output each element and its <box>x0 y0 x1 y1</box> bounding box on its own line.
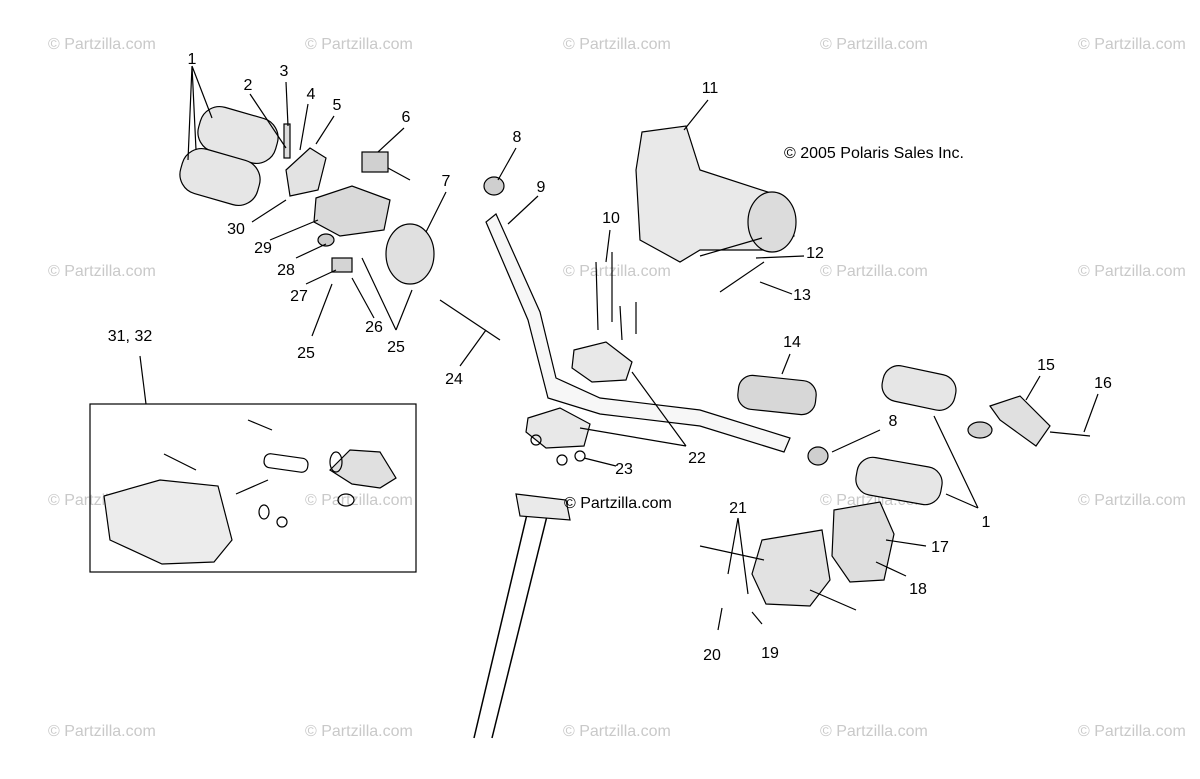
part-label: 1 <box>981 514 991 531</box>
watermark: © Partzilla.com <box>563 723 671 740</box>
watermark: © Partzilla.com <box>820 723 928 740</box>
part-label: 18 <box>909 581 927 598</box>
part-label: 21 <box>729 500 747 517</box>
part-label: 25 <box>297 345 315 362</box>
watermark: © Partzilla.com <box>820 36 928 53</box>
watermark: © Partzilla.com <box>48 723 156 740</box>
part-label: 3 <box>279 63 289 80</box>
copyright-text: © 2005 Polaris Sales Inc. <box>784 145 964 162</box>
part-label: 24 <box>445 371 463 388</box>
part-label: 13 <box>793 287 811 304</box>
part-label: 30 <box>227 221 245 238</box>
part-label: 11 <box>701 80 719 97</box>
part-label: 12 <box>806 245 824 262</box>
part-label: 10 <box>602 210 620 227</box>
part-label: 14 <box>783 334 801 351</box>
part-label: 27 <box>290 288 308 305</box>
watermark: © Partzilla.com <box>305 723 413 740</box>
part-label: 20 <box>703 647 721 664</box>
part-label: 1 <box>187 51 197 68</box>
watermark: © Partzilla.com <box>1078 492 1186 509</box>
part-label: 16 <box>1094 375 1112 392</box>
part-label: 28 <box>277 262 295 279</box>
part-label: 2 <box>243 77 253 94</box>
watermark: © Partzilla.com <box>1078 36 1186 53</box>
watermark: © Partzilla.com <box>563 36 671 53</box>
part-label: 23 <box>615 461 633 478</box>
part-label: 25 <box>387 339 405 356</box>
watermark: © Partzilla.com <box>305 492 413 509</box>
part-label: 26 <box>365 319 383 336</box>
part-label: 4 <box>306 86 316 103</box>
watermark: © Partzilla.com <box>1078 723 1186 740</box>
inset-box <box>89 403 417 573</box>
part-label: 22 <box>688 450 706 467</box>
watermark: © Partzilla.com <box>820 263 928 280</box>
part-label: 7 <box>441 173 451 190</box>
part-label: 9 <box>536 179 546 196</box>
watermark: © Partzilla.com <box>563 263 671 280</box>
handlebar <box>485 213 791 453</box>
watermark: © Partzilla.com <box>48 263 156 280</box>
inset-label: 31, 32 <box>107 328 153 345</box>
part-label: 8 <box>512 129 522 146</box>
part-label: 15 <box>1037 357 1055 374</box>
part-label: 8 <box>888 413 898 430</box>
part-label: 5 <box>332 97 342 114</box>
watermark: © Partzilla.com <box>1078 263 1186 280</box>
center-watermark: © Partzilla.com <box>564 495 672 512</box>
part-label: 6 <box>401 109 411 126</box>
part-label: 19 <box>761 645 779 662</box>
watermark: © Partzilla.com <box>48 36 156 53</box>
watermark: © Partzilla.com <box>305 36 413 53</box>
part-label: 17 <box>931 539 949 556</box>
part-label: 29 <box>254 240 272 257</box>
